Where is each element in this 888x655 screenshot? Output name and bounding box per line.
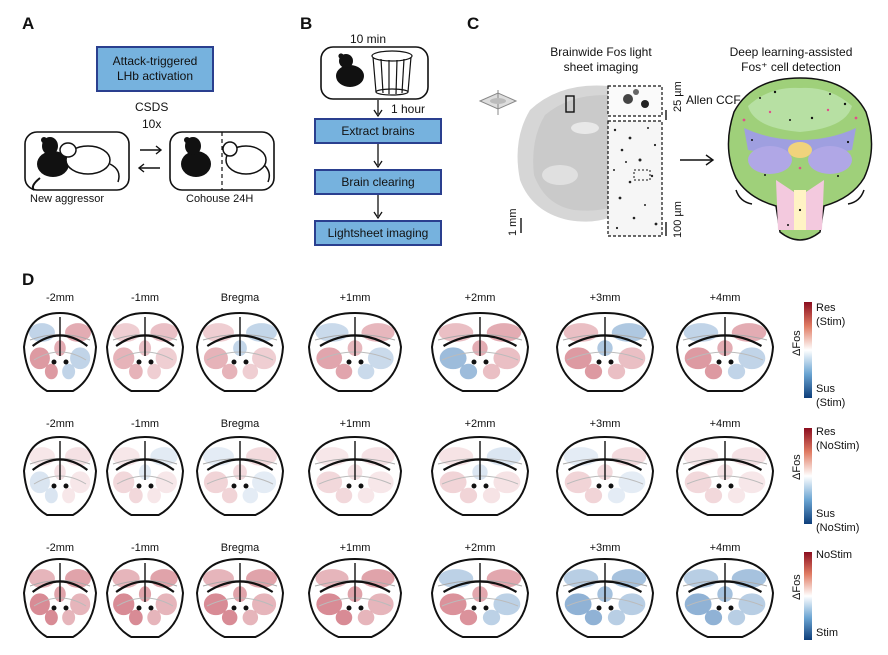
cage-cup-icon: [371, 50, 413, 96]
position-label: +3mm: [589, 542, 621, 554]
step-brain-clearing: Brain clearing: [314, 169, 442, 195]
colorbar: [804, 428, 812, 524]
panel-letter-c: C: [467, 14, 480, 33]
panel-letter-d: D: [22, 270, 35, 289]
position-label: -1mm: [130, 292, 160, 304]
position-label: +4mm: [709, 292, 741, 304]
position-label: +3mm: [589, 292, 621, 304]
allen-atlas-brain-image: [727, 77, 873, 241]
time-10min: 10 min: [350, 32, 387, 46]
resident-mouse-icon: [59, 142, 120, 183]
position-label: Bregma: [220, 542, 260, 554]
position-label: -2mm: [45, 292, 75, 304]
fos-cell-dots: [613, 127, 658, 230]
brain-section-map: [675, 435, 775, 516]
position-label: +2mm: [464, 542, 496, 554]
aggressor-mouse-icon: [31, 137, 69, 191]
brain-section-map: [105, 557, 185, 638]
detection-title: Deep learning-assisted Fos⁺ cell detecti…: [729, 45, 853, 74]
stim-mouse-icon: [336, 53, 364, 87]
position-label: +4mm: [709, 542, 741, 554]
attack-triggered-box: Attack-triggered LHb activation: [96, 46, 214, 92]
brain-section-map: [195, 557, 285, 638]
csds-label: CSDS: [135, 100, 169, 114]
brain-section-map: [22, 557, 98, 638]
row2-axis-label: ΔFos: [791, 454, 803, 480]
position-label: +2mm: [464, 292, 496, 304]
brain-section-map: [675, 557, 775, 638]
position-label: -2mm: [45, 418, 75, 430]
row2-bottom-label: Sus (NoStim): [816, 508, 860, 534]
position-label: Bregma: [220, 292, 260, 304]
brain-section-map: [195, 311, 285, 392]
row3-axis-label: ΔFos: [791, 574, 803, 600]
light-sheet-title: Brainwide Fos light sheet imaging: [550, 45, 652, 74]
brain-section-map: [105, 311, 185, 392]
cohouse-white-mouse-icon: [222, 141, 271, 183]
brain-section-map: [555, 557, 655, 638]
brain-section-map: [105, 435, 185, 516]
cohouse-label: Cohouse 24H: [186, 193, 254, 205]
row2-top-label: Res (NoStim): [816, 426, 860, 452]
position-label: Bregma: [220, 418, 260, 430]
time-1hour: 1 hour: [391, 102, 426, 116]
brain-section-map: [195, 435, 285, 516]
cohouse-black-mouse-icon: [181, 137, 211, 177]
position-label: +1mm: [339, 418, 371, 430]
position-label: +3mm: [589, 418, 621, 430]
brain-section-map: [675, 311, 775, 392]
colorbar: [804, 302, 812, 398]
row3-top-label: NoStim: [816, 549, 853, 561]
lightsheet-brain-image: [517, 85, 608, 222]
brain-section-map: [22, 311, 98, 392]
panel-letter-a: A: [22, 14, 35, 33]
position-label: +1mm: [339, 542, 371, 554]
position-label: -2mm: [45, 542, 75, 554]
light-sheet-plane-icon: [478, 90, 518, 115]
row1-axis-label: ΔFos: [791, 330, 803, 356]
new-aggressor-label: New aggressor: [30, 193, 104, 205]
position-label: +2mm: [464, 418, 496, 430]
position-label: -1mm: [130, 542, 160, 554]
step-lightsheet-imaging: Lightsheet imaging: [314, 220, 442, 246]
brain-section-map: [555, 435, 655, 516]
brain-section-map: [307, 311, 403, 392]
reps-label: 10x: [142, 117, 162, 131]
brain-section-map: [430, 311, 530, 392]
row3-bottom-label: Stim: [816, 627, 838, 639]
brain-section-map: [22, 435, 98, 516]
brain-section-map: [430, 557, 530, 638]
step-extract-brains: Extract brains: [314, 118, 442, 144]
brain-section-map: [430, 435, 530, 516]
row1-top-label: Res (Stim): [816, 302, 846, 328]
brain-section-map: [555, 311, 655, 392]
position-label: -1mm: [130, 418, 160, 430]
brain-section-map: [307, 557, 403, 638]
position-label: +1mm: [339, 292, 371, 304]
position-label: +4mm: [709, 418, 741, 430]
brain-section-map: [307, 435, 403, 516]
row1-bottom-label: Sus (Stim): [816, 383, 846, 409]
panel-letter-b: B: [300, 14, 313, 33]
allen-ccf-label: Allen CCF: [686, 93, 741, 107]
colorbar: [804, 552, 812, 640]
